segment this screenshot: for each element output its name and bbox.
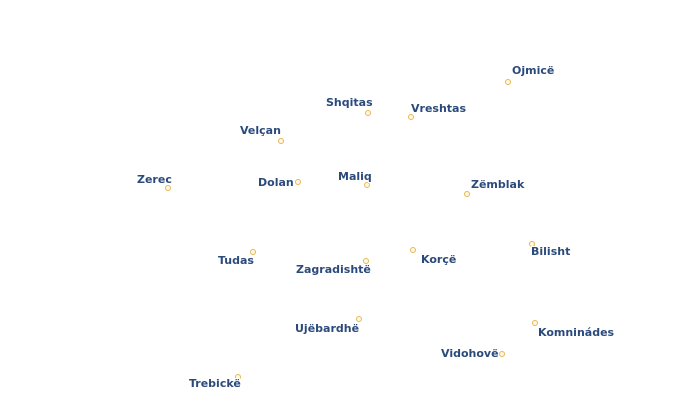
place-marker[interactable] bbox=[505, 79, 511, 85]
place-marker[interactable] bbox=[364, 182, 370, 188]
place-marker[interactable] bbox=[165, 185, 171, 191]
place-label: Maliq bbox=[338, 170, 372, 183]
place-marker[interactable] bbox=[464, 191, 470, 197]
place-marker[interactable] bbox=[250, 249, 256, 255]
place-label: Komninádes bbox=[538, 326, 615, 339]
place-marker[interactable] bbox=[295, 179, 301, 185]
place-label: Ujëbardhë bbox=[295, 322, 360, 335]
place-marker[interactable] bbox=[365, 110, 371, 116]
place-label: Vidohovë bbox=[441, 347, 499, 360]
place-label: Zerec bbox=[137, 173, 172, 186]
place-label: Vreshtas bbox=[411, 102, 467, 115]
place-marker[interactable] bbox=[529, 241, 535, 247]
place-label: Bilisht bbox=[531, 245, 571, 258]
place-label: Trebickë bbox=[189, 377, 241, 390]
place-marker[interactable] bbox=[235, 374, 241, 380]
place-marker[interactable] bbox=[278, 138, 284, 144]
place-label: Dolan bbox=[258, 176, 294, 189]
place-marker[interactable] bbox=[356, 316, 362, 322]
place-label: Zagradishtë bbox=[296, 263, 371, 276]
place-label: Zëmblak bbox=[471, 178, 525, 191]
place-marker[interactable] bbox=[408, 114, 414, 120]
place-label: Korçë bbox=[421, 253, 457, 266]
place-marker[interactable] bbox=[410, 247, 416, 253]
place-marker[interactable] bbox=[532, 320, 538, 326]
place-label: Velçan bbox=[240, 124, 281, 137]
place-label: Ojmicë bbox=[512, 64, 555, 77]
place-label: Shqitas bbox=[326, 96, 373, 109]
place-marker[interactable] bbox=[363, 258, 369, 264]
place-marker[interactable] bbox=[499, 351, 505, 357]
place-label: Tudas bbox=[218, 254, 254, 267]
